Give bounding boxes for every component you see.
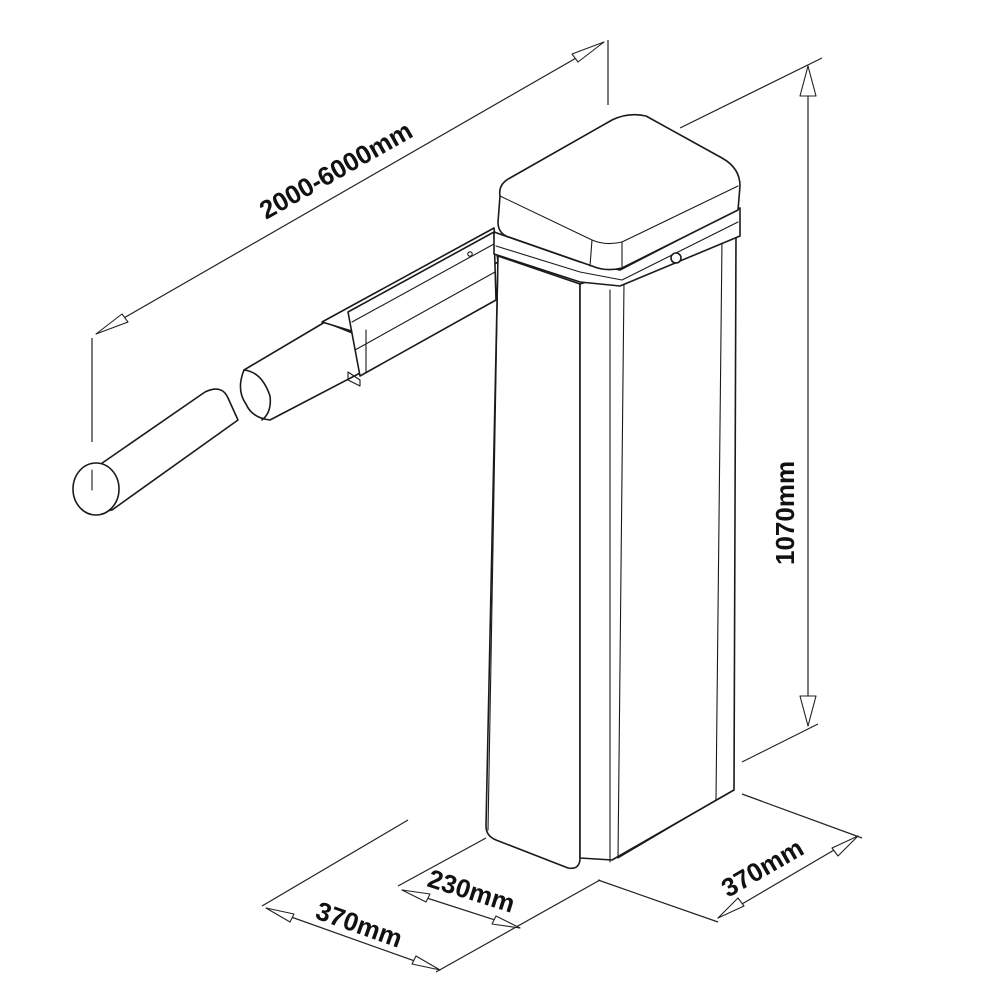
barrier-cabinet — [485, 113, 741, 870]
height-label: 1070mm — [770, 461, 800, 565]
front-width-label: 370mm — [312, 895, 406, 953]
cabinet-lid — [497, 113, 741, 271]
arm-length-label: 2000-6000mm — [254, 115, 417, 225]
boom-offset-label: 230mm — [424, 863, 518, 919]
dimension-boom-offset: 230mm — [397, 837, 521, 929]
boom-arm — [72, 227, 499, 516]
key-lock-icon — [670, 252, 682, 264]
cabinet-front-face — [485, 255, 581, 870]
cabinet-side-face — [579, 233, 737, 861]
arm-end-cap — [72, 462, 120, 516]
dimension-height: 1070mm — [679, 57, 823, 763]
